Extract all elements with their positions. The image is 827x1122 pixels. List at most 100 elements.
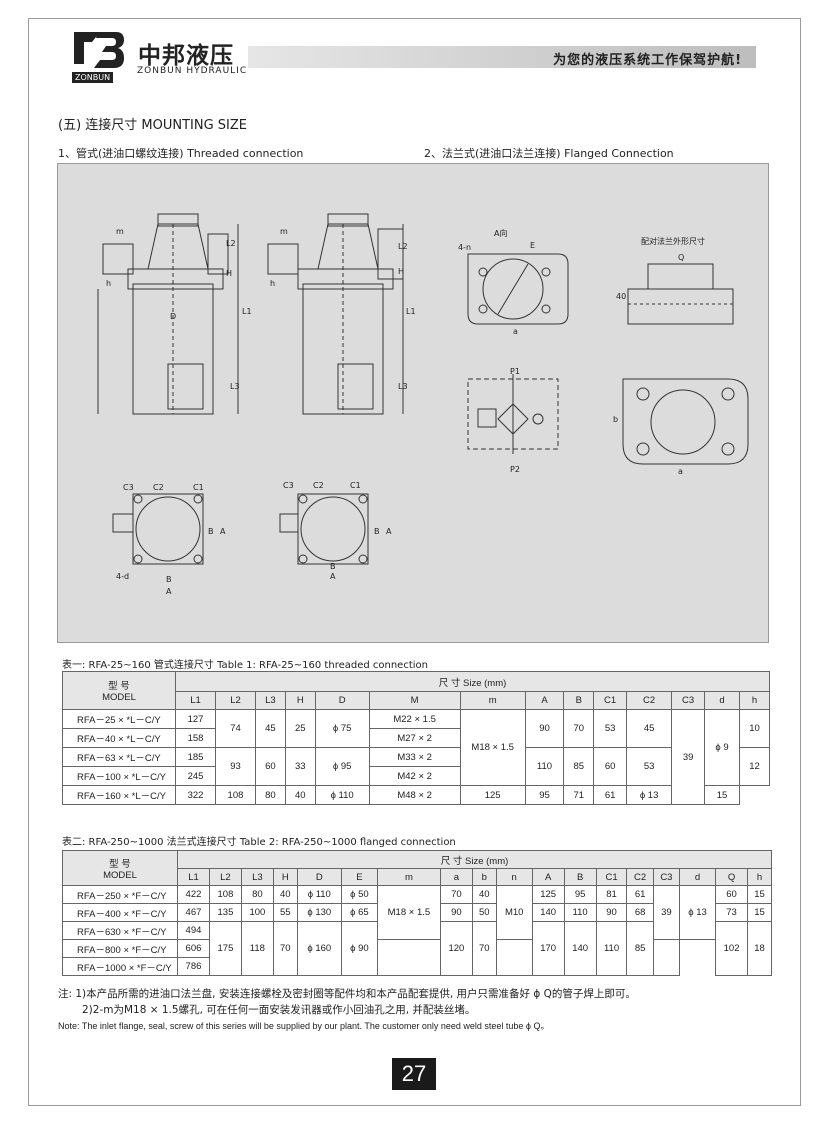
table-cell: 70 bbox=[471, 921, 497, 976]
table-cell: 15 bbox=[747, 885, 772, 904]
slogan: 为您的液压系统工作保驾护航! bbox=[553, 53, 742, 68]
table-cell: n bbox=[495, 868, 533, 886]
table-cell: ϕ 13 bbox=[679, 885, 717, 940]
brand-english: ZONBUN HYDRAULIC bbox=[137, 66, 248, 76]
table-cell: a bbox=[439, 868, 473, 886]
table-cell: 120 bbox=[439, 921, 473, 976]
table-cell: B bbox=[563, 691, 595, 710]
table-cell: ϕ 50 bbox=[340, 885, 378, 904]
table-cell: D bbox=[296, 868, 342, 886]
table-cell: H bbox=[284, 691, 316, 710]
table-cell: b bbox=[471, 868, 497, 886]
table-cell: 322 bbox=[175, 785, 216, 805]
label-L3-2: L3 bbox=[398, 382, 408, 391]
table-cell: M10 bbox=[495, 885, 533, 940]
label-a-small-2: a bbox=[678, 467, 683, 476]
note-1: 注: 1)本产品所需的进油口法兰盘, 安装连接螺栓及密封圈等配件均和本产品配套提… bbox=[58, 988, 636, 1000]
table-cell: d bbox=[679, 868, 717, 886]
table-cell: M33 × 2 bbox=[368, 747, 461, 767]
table-cell: L1 bbox=[175, 691, 216, 710]
label-p2: P2 bbox=[510, 465, 520, 474]
table-cell: 60 bbox=[254, 747, 286, 786]
table-cell: ϕ 160 bbox=[296, 921, 342, 976]
label-c3: C3 bbox=[123, 483, 134, 492]
label-q: Q bbox=[678, 253, 684, 262]
table-cell: RFA－100 × *L－C/Y bbox=[62, 766, 176, 786]
label-L1-2: L1 bbox=[406, 307, 416, 316]
note-english: Note: The inlet flange, seal, screw of t… bbox=[58, 1021, 550, 1031]
label-flange-note: 配对法兰外形尺寸 bbox=[641, 236, 705, 246]
table-cell: 140 bbox=[531, 903, 565, 922]
table-cell: RFA－1000 × *F－C/Y bbox=[62, 957, 178, 976]
table-cell: L1 bbox=[177, 868, 210, 886]
table-cell: L3 bbox=[254, 691, 286, 710]
table-cell: 15 bbox=[747, 903, 772, 922]
table-cell bbox=[652, 939, 681, 976]
table-cell: L2 bbox=[214, 691, 256, 710]
label-a-small: a bbox=[513, 327, 518, 336]
label-p1: P1 bbox=[510, 367, 520, 376]
label-c2: C2 bbox=[153, 483, 164, 492]
label-H-2: H bbox=[398, 267, 404, 276]
table-cell: 102 bbox=[715, 921, 749, 976]
table-cell: 10 bbox=[739, 709, 770, 748]
label-D: D bbox=[170, 312, 176, 321]
table-cell: D bbox=[314, 691, 370, 710]
table-cell: 100 bbox=[240, 903, 274, 922]
table-cell: 422 bbox=[177, 885, 210, 904]
table-cell: 40 bbox=[272, 885, 298, 904]
label-h-2: h bbox=[270, 279, 275, 288]
table-cell: 73 bbox=[715, 903, 749, 922]
label-L2: L2 bbox=[226, 239, 236, 248]
table-cell: 158 bbox=[175, 728, 216, 748]
label-B-side: B bbox=[208, 527, 214, 536]
table-cell: 70 bbox=[563, 709, 595, 748]
table-cell: 53 bbox=[593, 709, 628, 748]
note-2: 2)2-m为M18 × 1.5螺孔, 可在任何一面安装发讯器或作小回油孔之用, … bbox=[82, 1004, 476, 1016]
table-cell: C2 bbox=[626, 691, 673, 710]
subtitle-flanged: 2、法兰式(进油口法兰连接) Flanged Connection bbox=[424, 147, 674, 160]
table-cell: d bbox=[704, 691, 741, 710]
table-cell: 60 bbox=[715, 885, 749, 904]
table-cell: 39 bbox=[652, 885, 681, 940]
table-cell: 125 bbox=[459, 785, 526, 805]
table-cell: 12 bbox=[739, 747, 770, 786]
label-c1: C1 bbox=[193, 483, 204, 492]
table-cell: 60 bbox=[593, 747, 628, 786]
page-number: 27 bbox=[392, 1058, 436, 1090]
table-cell: L3 bbox=[240, 868, 274, 886]
logo-mark: ZONBUN bbox=[72, 72, 114, 83]
table-cell: 40 bbox=[284, 785, 316, 805]
table-cell bbox=[495, 939, 533, 976]
table-cell: 40 bbox=[471, 885, 497, 904]
label-b-small: b bbox=[613, 415, 618, 424]
label-4n: 4-n bbox=[458, 243, 471, 252]
table-cell: 108 bbox=[208, 885, 242, 904]
notes: 注: 1)本产品所需的进油口法兰盘, 安装连接螺栓及密封圈等配件均和本产品配套提… bbox=[58, 986, 636, 1034]
table-cell: B bbox=[563, 868, 597, 886]
table-cell: 68 bbox=[626, 903, 654, 922]
table-cell: 95 bbox=[563, 885, 597, 904]
table-cell: 33 bbox=[284, 747, 316, 786]
table-cell: 53 bbox=[626, 747, 673, 786]
table-cell: ϕ 13 bbox=[626, 785, 673, 805]
table-cell: 61 bbox=[593, 785, 628, 805]
table-cell: 74 bbox=[214, 709, 256, 748]
table-cell: 93 bbox=[214, 747, 256, 786]
table-cell: H bbox=[272, 868, 298, 886]
label-L3: L3 bbox=[230, 382, 240, 391]
table-cell: 90 bbox=[439, 903, 473, 922]
filter-top-view-2 bbox=[279, 493, 369, 565]
table-cell: 175 bbox=[208, 921, 242, 976]
table-cell: 135 bbox=[208, 903, 242, 922]
table-cell: RFA－400 × *F－C/Y bbox=[62, 903, 178, 922]
brand-name: 中邦液压 bbox=[138, 43, 234, 69]
table-cell: m bbox=[376, 868, 441, 886]
table-cell: RFA－160 × *L－C/Y bbox=[62, 785, 176, 805]
label-L1: L1 bbox=[242, 307, 252, 316]
